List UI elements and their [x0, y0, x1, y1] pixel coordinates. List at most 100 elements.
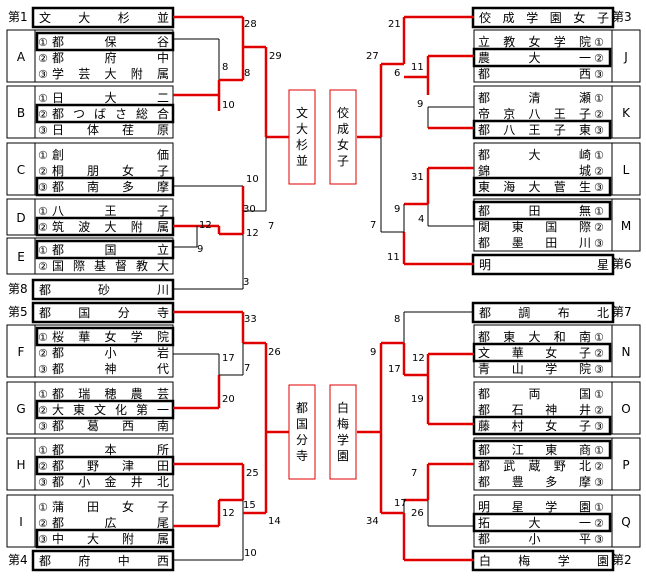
seed-number-icon: ② — [594, 52, 604, 65]
score-label: 17 — [394, 498, 407, 509]
team-name: 明星学園 — [478, 499, 591, 514]
champion-box — [329, 89, 357, 185]
group-winner-box — [35, 326, 175, 347]
team-name: 都つばさ総合 — [52, 106, 169, 121]
group-winner-box — [35, 103, 175, 124]
team-name: 八王子 — [52, 204, 169, 218]
score-label: 9 — [370, 347, 376, 358]
team-name: 文華女子 — [478, 345, 591, 360]
score-label: 9 — [197, 244, 203, 255]
seed-number-icon: ③ — [38, 420, 48, 433]
seed-number-icon: ② — [38, 52, 48, 65]
team-name: 都保谷 — [52, 35, 169, 49]
group-letter: C — [17, 163, 25, 177]
group-letter: I — [19, 515, 23, 529]
team-name: 都府中 — [52, 50, 169, 65]
seed-team-box — [31, 301, 175, 324]
seed-number-icon: ③ — [594, 533, 604, 546]
group-letter: A — [17, 50, 26, 64]
group-winner-box — [472, 176, 612, 197]
seed-number-icon: ① — [38, 444, 48, 457]
team-name: 桜華女学院 — [52, 329, 169, 344]
seed-number-icon: ① — [38, 149, 48, 162]
group-winner-box — [472, 439, 612, 460]
group-letter: J — [623, 50, 628, 64]
score-label: 27 — [366, 51, 379, 62]
group-letter: F — [18, 345, 25, 359]
seed-rank: 第5 — [8, 305, 28, 319]
seed-rank: 第1 — [8, 10, 28, 24]
score-label: 29 — [269, 51, 282, 62]
team-name: 都葛西南 — [52, 418, 169, 433]
team-name: 都野津田 — [52, 459, 169, 473]
team-name: 都石神井 — [478, 403, 591, 417]
score-label: 7 — [268, 221, 274, 232]
group-letter-box — [6, 29, 36, 83]
team-name: 都墨田川 — [478, 236, 591, 250]
team-name: 錦城 — [478, 163, 591, 178]
seed-number-icon: ② — [594, 347, 604, 360]
team-name: 中大附属 — [52, 531, 169, 546]
seed-team-box — [31, 549, 175, 572]
group-letter: B — [17, 106, 25, 120]
team-name: 桐朋女子 — [52, 163, 169, 178]
group-letter: L — [623, 163, 630, 177]
team-name: 都小金井北 — [52, 474, 169, 489]
group-letter-box — [6, 381, 36, 435]
seed-number-icon: ③ — [38, 533, 48, 546]
group-letter: K — [622, 106, 631, 120]
seed-number-icon: ② — [594, 165, 604, 178]
score-label: 10 — [244, 548, 257, 559]
champion-box — [288, 384, 316, 480]
seed-number-icon: ② — [38, 165, 48, 178]
seed-number-icon: ③ — [594, 420, 604, 433]
seed-team-box — [471, 549, 615, 572]
seed-number-icon: ② — [594, 404, 604, 417]
group-winner-box — [472, 47, 612, 68]
team-name: 都田無 — [478, 203, 591, 218]
team-name: 都大崎 — [478, 148, 591, 162]
score-label: 25 — [246, 468, 259, 479]
group-letter: N — [622, 345, 631, 359]
seed-number-icon: ② — [38, 108, 48, 121]
group-letter-box — [6, 237, 36, 275]
seed-number-icon: ② — [594, 221, 604, 234]
score-label: 4 — [418, 214, 424, 225]
team-name: 都江東商 — [478, 442, 591, 457]
seed-number-icon: ② — [38, 517, 48, 530]
team-name: 帝京八王子 — [478, 106, 591, 121]
score-label: 6 — [394, 68, 400, 79]
score-label: 28 — [244, 19, 257, 30]
seed-number-icon: ① — [594, 36, 604, 49]
group-winner-box — [472, 200, 612, 221]
group-letter-box — [611, 85, 641, 139]
group-letter: D — [16, 211, 25, 225]
seed-number-icon: ② — [38, 404, 48, 417]
group-letter: M — [621, 219, 631, 233]
score-label: 15 — [243, 500, 256, 511]
team-name: 都清瀬 — [478, 91, 591, 105]
team-name: 学芸大附属 — [52, 66, 169, 81]
seed-number-icon: ③ — [594, 124, 604, 137]
seed-number-icon: ② — [38, 460, 48, 473]
group-letter-box — [6, 85, 36, 139]
seed-number-icon: ② — [38, 221, 48, 234]
score-label: 10 — [222, 100, 235, 111]
group-letter-box — [611, 494, 641, 548]
team-name: 農大一 — [478, 51, 591, 65]
score-label: 7 — [370, 220, 376, 231]
seed-number-icon: ② — [594, 517, 604, 530]
group-letter: G — [16, 402, 25, 416]
seed-number-icon: ① — [38, 205, 48, 218]
seed-number-icon: ① — [38, 36, 48, 49]
team-name: 都小岩 — [52, 345, 169, 360]
team-name: 大東文化第一 — [52, 402, 169, 417]
seed-team-box — [31, 6, 175, 29]
group-winner-box — [35, 31, 175, 52]
seed-number-icon: ③ — [38, 181, 48, 194]
group-letter-box — [6, 142, 36, 196]
score-label: 14 — [268, 516, 281, 527]
team-name: 筑波大附属 — [52, 219, 169, 234]
score-label: 26 — [268, 347, 281, 358]
